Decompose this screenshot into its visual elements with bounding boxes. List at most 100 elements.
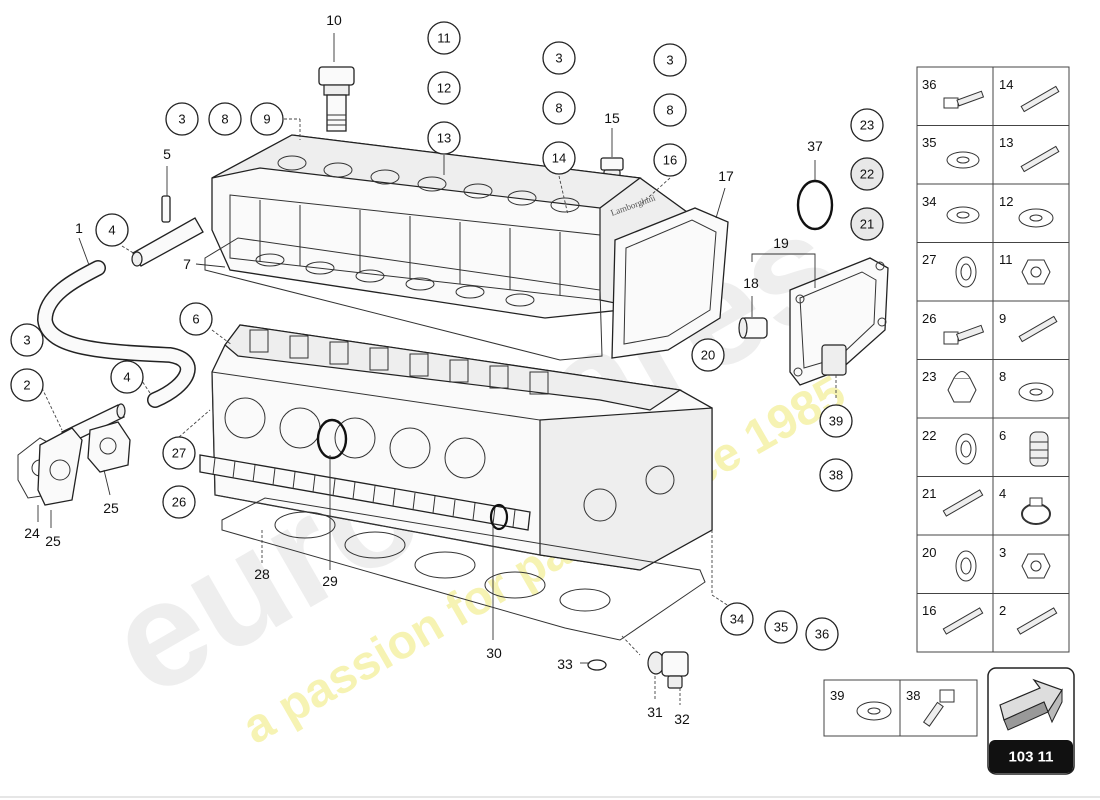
callout-3d: 3 [23,333,30,348]
legend-num: 39 [830,688,844,703]
legend-num: 3 [999,545,1006,560]
legend-num: 34 [922,194,936,209]
hose-clamp-icon [1021,497,1051,525]
cylinder-head-drawing [199,324,713,571]
legend-num: 27 [922,252,936,267]
part-19-cover-drawing [789,257,889,386]
part-30-oring-drawing [489,503,509,531]
legend-num: 21 [922,486,936,501]
cap-nut-icon [947,371,977,403]
label-17: 17 [718,168,734,184]
part-29-oring-drawing [316,418,348,460]
label-7: 7 [183,256,191,272]
callout-3b: 3 [666,53,673,68]
legend-num: 26 [922,311,936,326]
callout-26: 26 [172,495,186,510]
seal-icon [1029,431,1049,467]
legend-num: 8 [999,369,1006,384]
callout-38: 38 [829,468,843,483]
part-10-bolt-drawing [318,66,355,132]
legend-num: 16 [922,603,936,618]
washer-icon [946,151,980,169]
stud-icon [1016,607,1058,635]
part-17-gasket-drawing [611,207,729,359]
label-25a: 25 [45,533,61,549]
label-37: 37 [807,138,823,154]
callouts [10,21,884,651]
callout-23: 23 [860,118,874,133]
page-reference-box: 103 11 [987,667,1075,775]
callout-34: 34 [730,612,744,627]
ring-icon [955,256,977,288]
nut-icon [1021,553,1051,579]
legend-num: 22 [922,428,936,443]
legend-num: 11 [999,252,1013,267]
legend-num: 12 [999,194,1013,209]
part-18-sleeve-drawing [738,317,768,339]
washer-icon [946,206,980,224]
label-18: 18 [743,275,759,291]
callout-14a: 14 [552,151,566,166]
legend-num: 38 [906,688,920,703]
callout-12: 12 [437,81,451,96]
callout-11: 11 [437,31,451,46]
bolt-icon [943,90,985,109]
orientation-arrow-icon [999,678,1063,731]
label-29: 29 [322,573,338,589]
label-24: 24 [24,525,40,541]
nut-icon [1021,259,1051,285]
washer-icon [1018,382,1054,402]
stud-icon [1020,145,1060,173]
label-28: 28 [254,566,270,582]
bolt-icon [922,689,955,727]
callout-16: 16 [663,153,677,168]
label-32: 32 [674,711,690,727]
legend-num: 9 [999,311,1006,326]
callout-6: 6 [192,312,199,327]
callout-21: 21 [860,217,874,232]
callout-39: 39 [829,414,843,429]
callout-2: 2 [23,378,30,393]
part-5-hose-drawing [131,195,204,267]
label-33: 33 [557,656,573,672]
callout-8b: 8 [666,103,673,118]
stud-icon [1018,315,1058,343]
part-37-oring-drawing [796,179,834,231]
legend-num: 2 [999,603,1006,618]
callout-4b: 4 [123,370,130,385]
stud-icon [942,489,984,517]
legend-num: 36 [922,77,936,92]
callout-labels: 11 12 13 3 8 14 3 8 16 23 22 21 3 8 9 4 … [23,12,874,727]
part-31-32-plug-drawing [647,651,689,689]
label-1: 1 [75,220,83,236]
label-5: 5 [163,146,171,162]
label-10: 10 [326,12,342,28]
label-15: 15 [604,110,620,126]
callout-13: 13 [437,131,451,146]
legend-num: 6 [999,428,1006,443]
callout-36: 36 [815,627,829,642]
legend-num: 20 [922,545,936,560]
legend-table: 36 14 35 13 34 12 27 11 26 9 23 8 22 6 [916,66,1070,653]
stud-icon [942,607,984,635]
callout-8a: 8 [555,101,562,116]
part-7-gasket-drawing [204,237,603,361]
callout-35: 35 [774,620,788,635]
legend-bottom: 39 38 [823,679,978,737]
part-1-hose-drawing [36,260,196,408]
page-reference: 103 11 [1008,749,1053,766]
ring-icon [955,433,977,465]
stud-icon [1020,85,1060,113]
legend-num: 23 [922,369,936,384]
label-31: 31 [647,704,663,720]
washer-icon [1018,208,1054,228]
part-33-ring-drawing [587,659,607,671]
legend-num: 14 [999,77,1013,92]
ring-icon [955,550,977,582]
label-25b: 25 [103,500,119,516]
callout-20: 20 [701,348,715,363]
legend-num: 35 [922,135,936,150]
bolt-icon [943,324,985,345]
leader-lines [37,33,837,705]
washer-icon [856,701,892,721]
